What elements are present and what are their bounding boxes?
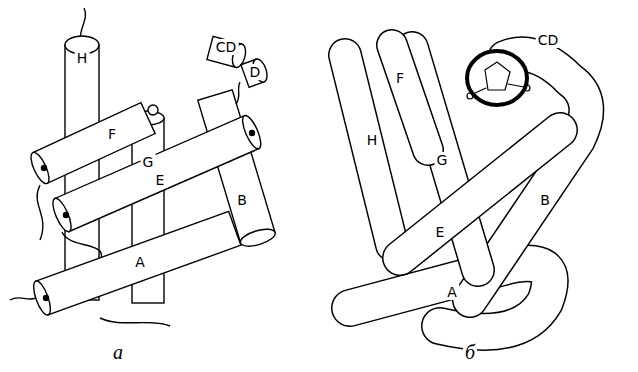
helix-label: F bbox=[394, 70, 406, 86]
helix-label: B bbox=[538, 192, 552, 208]
helix-label: G bbox=[141, 154, 156, 170]
helix-label: E bbox=[434, 224, 447, 240]
helix-label: H bbox=[365, 132, 380, 148]
helix-label: B bbox=[235, 192, 249, 208]
helix-label: CD bbox=[536, 32, 561, 48]
helix-label: A bbox=[445, 284, 459, 300]
panel-caption: а bbox=[111, 341, 125, 363]
helix-label: D bbox=[248, 64, 263, 80]
helix-label: E bbox=[154, 172, 167, 188]
helix-label: A bbox=[133, 254, 147, 270]
helix-label: H bbox=[75, 50, 90, 66]
helix-label: CD bbox=[214, 39, 239, 55]
helix-label: F bbox=[106, 126, 118, 142]
helix-label: G bbox=[435, 152, 450, 168]
panel-caption: б bbox=[463, 341, 477, 363]
